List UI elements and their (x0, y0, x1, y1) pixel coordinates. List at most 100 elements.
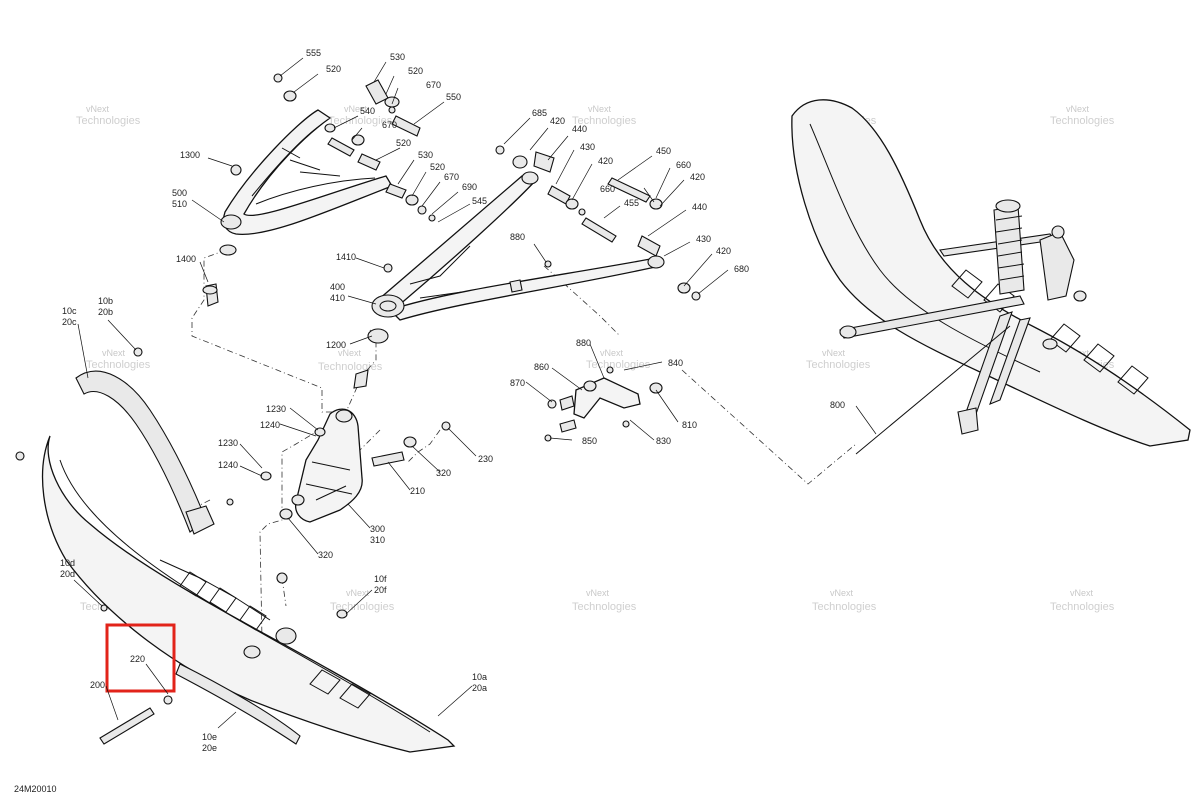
spindle (260, 408, 451, 523)
callout-1410: 1410 (336, 252, 356, 262)
callout-880: 880 (576, 338, 591, 348)
watermark: vNext Technologies (86, 348, 151, 371)
callout-500: 500 (172, 188, 187, 198)
callout-670: 670 (444, 172, 459, 182)
callout-520: 520 (408, 66, 423, 76)
callout-670: 670 (382, 120, 397, 130)
svg-text:Technologies: Technologies (328, 115, 393, 127)
ski (15, 347, 456, 753)
lower-a-arm (353, 171, 665, 389)
callout-20b: 20b (98, 307, 113, 317)
callout-20a: 20a (472, 683, 487, 693)
callout-1300: 1300 (180, 150, 200, 160)
callout-520: 520 (430, 162, 445, 172)
svg-text:Technologies: Technologies (812, 601, 877, 613)
callout-200: 200 (90, 680, 105, 690)
svg-text:vNext: vNext (588, 104, 612, 114)
diagram-code: 24M20010 (14, 784, 57, 794)
callout-430: 430 (696, 234, 711, 244)
watermark: vNext Technologies (812, 588, 877, 613)
callout-545: 545 (472, 196, 487, 206)
callout-550: 550 (446, 92, 461, 102)
svg-text:Technologies: Technologies (76, 115, 141, 127)
callout-880: 880 (510, 232, 525, 242)
callout-680: 680 (734, 264, 749, 274)
callout-20f: 20f (374, 585, 387, 595)
watermark: vNext Technologies (1050, 104, 1115, 127)
callout-530: 530 (390, 52, 405, 62)
svg-text:Technologies: Technologies (330, 601, 395, 613)
callout-800: 800 (830, 400, 845, 410)
highlight-box (105, 623, 176, 693)
callout-830: 830 (656, 436, 671, 446)
callout-690: 690 (462, 182, 477, 192)
callout-440: 440 (572, 124, 587, 134)
svg-text:vNext: vNext (102, 348, 126, 358)
steering-arm (544, 366, 663, 442)
svg-text:Technologies: Technologies (1050, 601, 1115, 613)
callout-660: 660 (600, 184, 615, 194)
callout-320: 320 (436, 468, 451, 478)
svg-text:vNext: vNext (86, 104, 110, 114)
callout-420: 420 (690, 172, 705, 182)
callout-20d: 20d (60, 569, 75, 579)
assembly-dashed-lines (191, 249, 857, 641)
callout-660: 660 (676, 160, 691, 170)
callout-540: 540 (360, 106, 375, 116)
callout-10b: 10b (98, 296, 113, 306)
callout-420: 420 (550, 116, 565, 126)
callout-10e: 10e (202, 732, 217, 742)
callout-1240: 1240 (218, 460, 238, 470)
callout-850: 850 (582, 436, 597, 446)
lower-arm-hardware (495, 145, 701, 301)
svg-text:Technologies: Technologies (586, 359, 651, 371)
callout-420: 420 (598, 156, 613, 166)
callout-860: 860 (534, 362, 549, 372)
callout-210: 210 (410, 486, 425, 496)
callout-840: 840 (668, 358, 683, 368)
callout-455: 455 (624, 198, 639, 208)
svg-text:vNext: vNext (1066, 104, 1090, 114)
svg-text:vNext: vNext (338, 348, 362, 358)
callout-400: 400 (330, 282, 345, 292)
svg-text:vNext: vNext (1070, 588, 1094, 598)
callout-510: 510 (172, 199, 187, 209)
watermark: vNext Technologies (806, 348, 871, 371)
svg-text:vNext: vNext (344, 104, 368, 114)
callout-310: 310 (370, 535, 385, 545)
callout-410: 410 (330, 293, 345, 303)
leader-lines (73, 57, 877, 729)
callout-430: 430 (580, 142, 595, 152)
callout-450: 450 (656, 146, 671, 156)
callout-555: 555 (306, 48, 321, 58)
callout-20c: 20c (62, 317, 77, 327)
svg-text:vNext: vNext (600, 348, 624, 358)
callout-530: 530 (418, 150, 433, 160)
callout-220: 220 (130, 654, 145, 664)
watermark: vNext Technologies (1050, 588, 1115, 613)
svg-text:Technologies: Technologies (318, 361, 383, 373)
callout-320: 320 (318, 550, 333, 560)
svg-text:vNext: vNext (830, 588, 854, 598)
assembled-view (791, 99, 1191, 455)
callout-520: 520 (396, 138, 411, 148)
svg-text:vNext: vNext (822, 348, 846, 358)
svg-text:vNext: vNext (586, 588, 610, 598)
svg-text:Technologies: Technologies (572, 115, 637, 127)
callout-810: 810 (682, 420, 697, 430)
callout-440: 440 (692, 202, 707, 212)
svg-text:Technologies: Technologies (1050, 115, 1115, 127)
callout-1230: 1230 (218, 438, 238, 448)
callout-10c: 10c (62, 306, 77, 316)
callout-1230: 1230 (266, 404, 286, 414)
upper-arm-hardware (273, 73, 436, 222)
upper-a-arm (202, 109, 393, 307)
callout-10d: 10d (60, 558, 75, 568)
watermark: vNext Technologies (318, 348, 383, 373)
callout-230: 230 (478, 454, 493, 464)
callout-1200: 1200 (326, 340, 346, 350)
callout-10a: 10a (472, 672, 487, 682)
watermark: vNext Technologies (330, 588, 395, 613)
callout-20e: 20e (202, 743, 217, 753)
